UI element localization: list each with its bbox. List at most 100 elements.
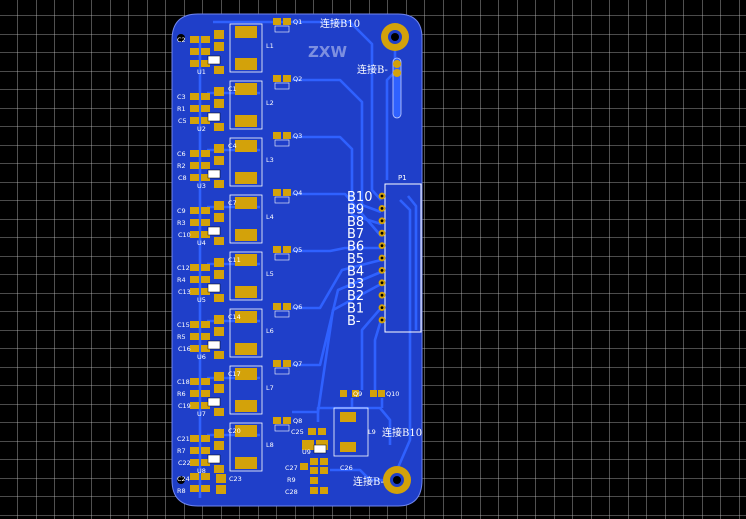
pad: [273, 303, 281, 310]
label-c26: C26: [340, 464, 353, 472]
pad: [190, 207, 199, 214]
label-u: U1: [197, 68, 206, 76]
chip-body: [207, 454, 221, 464]
pad: [190, 447, 199, 454]
pad: [283, 246, 291, 253]
label-res: R2: [177, 162, 186, 170]
label-l: L7: [266, 384, 274, 392]
pad: [190, 36, 199, 43]
connector-pin-hole: [380, 244, 384, 248]
pad: [235, 115, 257, 127]
pad: [235, 286, 257, 298]
pad: [190, 117, 199, 124]
q-outline: [274, 253, 290, 261]
pad: [273, 189, 281, 196]
label-q9: Q9: [353, 390, 362, 398]
pad: [201, 435, 210, 442]
pad: [235, 140, 257, 152]
pad: [201, 390, 210, 397]
label-q: Q7: [293, 360, 302, 368]
chip-body: [207, 112, 221, 122]
pad: [214, 384, 224, 393]
label-q10: Q10: [386, 390, 399, 398]
pad: [201, 93, 210, 100]
pad: [214, 372, 224, 381]
pad: [283, 132, 291, 139]
pad: [283, 360, 291, 367]
label-u: U2: [197, 125, 206, 133]
connector-pin-hole: [380, 306, 384, 309]
label-u: U6: [197, 353, 206, 361]
pad: [214, 156, 224, 165]
pad: [214, 441, 224, 450]
pad: [214, 144, 224, 153]
pad: [190, 150, 199, 157]
label-u: U7: [197, 410, 206, 418]
pad: [190, 321, 199, 328]
pad: [235, 172, 257, 184]
pad: [190, 378, 199, 385]
pad: [214, 201, 224, 210]
label-c24: C24: [177, 475, 190, 483]
connector-p1-title: P1: [398, 174, 407, 182]
pad: [201, 219, 210, 226]
pad: [235, 26, 257, 38]
pad: [214, 351, 224, 359]
pad: [235, 254, 257, 266]
pad: [190, 48, 199, 55]
connector-pin-hole: [380, 318, 384, 322]
connector-pin-hole: [380, 293, 384, 297]
pad: [201, 402, 210, 409]
pad: [273, 246, 281, 253]
pad: [201, 378, 210, 385]
label-l: L3: [266, 156, 274, 164]
pad: [214, 123, 224, 131]
pad: [190, 459, 199, 466]
label-cap-a: C18: [177, 378, 190, 386]
pad: [201, 207, 210, 214]
b-minus-slot-top: [392, 57, 402, 119]
pad: [201, 276, 210, 283]
pad: [214, 270, 224, 279]
label-cap-c: C11: [228, 256, 241, 264]
label-l: L6: [266, 327, 274, 335]
pad: [201, 459, 210, 466]
label-q: Q8: [293, 417, 302, 425]
pad: [201, 345, 210, 352]
label-l: L4: [266, 213, 274, 221]
tooling-hole-top-left: [177, 34, 185, 42]
chip-body: [207, 226, 221, 236]
label-res: R6: [177, 390, 186, 398]
label-cap-a: C12: [177, 264, 190, 272]
pad: [273, 75, 281, 82]
label-l: L8: [266, 441, 274, 449]
pcb-board: [171, 13, 423, 507]
pad: [283, 303, 291, 310]
pad: [283, 189, 291, 196]
pad: [201, 333, 210, 340]
label-cap-c: C17: [228, 370, 241, 378]
label-l: L5: [266, 270, 274, 278]
label-cap-a: C21: [177, 435, 190, 443]
pad: [201, 174, 210, 181]
label-cap-c: C1: [228, 85, 237, 93]
pad: [214, 30, 224, 39]
chip-body: [207, 55, 221, 65]
pad: [235, 311, 257, 323]
pad: [190, 333, 199, 340]
q-outline: [274, 367, 290, 375]
label-cap-b: C13: [178, 288, 191, 296]
pad: [214, 42, 224, 51]
label-cap-b: C5: [178, 117, 187, 125]
inductor-outline: [229, 194, 263, 244]
pad: [214, 327, 224, 336]
pin-label: B5: [347, 252, 364, 267]
pad: [214, 258, 224, 267]
pad: [214, 66, 224, 74]
pad: [201, 150, 210, 157]
mounting-hole-top: [381, 23, 409, 51]
